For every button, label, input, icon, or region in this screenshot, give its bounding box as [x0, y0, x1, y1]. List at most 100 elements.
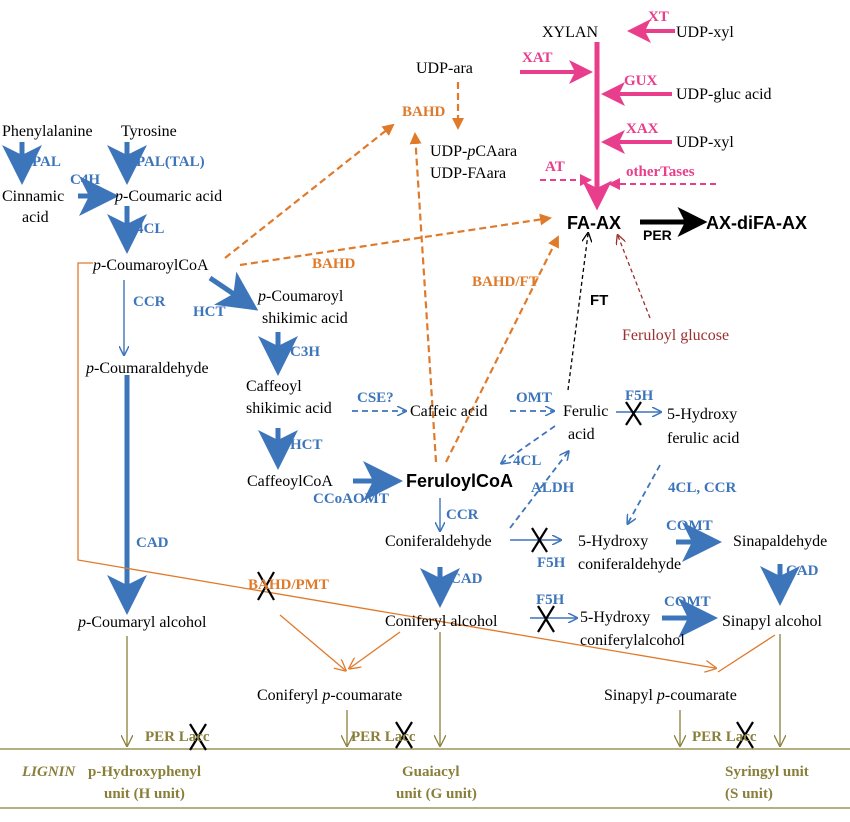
cse-label: CSE?	[357, 390, 394, 406]
bahd-pmt-to-coniferyl-pc	[279, 614, 345, 670]
olive-enzyme-labels: PER Lacc PER Lacc PER Lacc	[145, 729, 757, 745]
ccr-mid-label: CCR	[446, 507, 479, 523]
per-lacc-s-label: PER Lacc	[692, 729, 757, 745]
hct-top-arrow	[208, 271, 259, 311]
f5h-top-label: F5H	[625, 388, 654, 404]
xax-label: XAX	[626, 121, 659, 137]
c4h-label: C4H	[70, 172, 100, 188]
caffeoyl-shikimic-label-2: shikimic acid	[246, 400, 332, 417]
fa-ax-label: FA-AX	[567, 213, 621, 233]
cad-mid-label: CAD	[450, 571, 483, 587]
bahd-mid-arrow	[239, 213, 552, 267]
compound-labels: Phenylalanine Tyrosine Cinnamic acid p-C…	[2, 24, 827, 704]
f5h-mid-label: F5H	[537, 555, 566, 571]
cinnamic-label-1: Cinnamic	[2, 188, 64, 205]
xt-label: XT	[648, 9, 669, 25]
hydroxyconiferaldehyde-label-2: coniferaldehyde	[578, 556, 681, 573]
bahd-pmt-label: BAHD/PMT	[248, 577, 329, 593]
x-bahd-pmt	[257, 571, 275, 601]
bahd-ft-arrow	[445, 235, 559, 463]
sinapyl-p-coumarate-label: Sinapyl p-coumarate	[604, 687, 737, 704]
udp-pcaara-label: UDP-pCAara	[430, 143, 517, 160]
pink-arrows	[520, 19, 675, 211]
g-unit-label-1: Guaiacyl	[402, 764, 460, 780]
ax-difa-ax-label: AX-diFA-AX	[706, 213, 807, 233]
comt-low-label: COMT	[664, 594, 711, 610]
pink-enzyme-labels: XT XAT GUX XAX AT otherTases	[522, 9, 695, 180]
pink-dashed-arrows	[540, 174, 716, 190]
x-f5h-mid	[531, 527, 548, 553]
4cl-ccr-label: 4CL, CCR	[668, 480, 737, 496]
x-f5h-top	[625, 401, 642, 426]
hydroxyconiferaldehyde-label-1: 5-Hydroxy	[578, 533, 648, 550]
pal-tal-label: PAL(TAL)	[136, 154, 205, 170]
pal-label: PAL	[32, 154, 61, 170]
coniferyl-p-coumarate-label: Coniferyl p-coumarate	[257, 687, 402, 704]
xat-label: XAT	[522, 50, 553, 66]
aldh-arrow	[509, 452, 568, 529]
g-unit-label-2: unit (G unit)	[396, 786, 477, 802]
caffeoyl-shikimic-label-1: Caffeoyl	[246, 378, 302, 395]
blue-thick-arrows	[2, 142, 800, 638]
udp-xyl-mid-label: UDP-xyl	[676, 134, 734, 151]
bahd-top-label: BAHD	[402, 104, 446, 120]
p-coumaroyl-shikimic-label-1: p-Coumaroyl	[257, 288, 344, 305]
4cl-top-label: 4CL	[136, 221, 164, 237]
cinnamic-label-2: acid	[22, 209, 49, 226]
bahd-ft-label: BAHD/FT	[472, 274, 539, 290]
blue-thin-arrows	[124, 280, 660, 618]
hydroxyferulic-label-1: 5-Hydroxy	[667, 406, 737, 423]
sinapyl-alcohol-label: Sinapyl alcohol	[722, 613, 823, 630]
s-unit-label-1: Syringyl unit	[725, 764, 809, 780]
coniferaldehyde-label: Coniferaldehyde	[385, 533, 492, 550]
udp-xyl-top-label: UDP-xyl	[676, 24, 734, 41]
x-f5h-low	[537, 605, 555, 633]
p-coumaryl-alcohol-label: p-Coumaryl alcohol	[77, 614, 207, 631]
s-unit-label-2: (S unit)	[725, 786, 773, 802]
other-tases-label: otherTases	[626, 164, 695, 180]
feruloylcoa-label: FeruloylCoA	[406, 471, 513, 491]
h-unit-label-2: unit (H unit)	[104, 786, 185, 802]
comt-top-label: COMT	[666, 518, 713, 534]
ccr-left-label: CCR	[133, 294, 166, 310]
sinapyl-to-pc	[717, 634, 776, 673]
tyrosine-label: Tyrosine	[121, 123, 177, 140]
sinapaldehyde-label: Sinapaldehyde	[733, 533, 827, 550]
pca-to-sinapyl-line	[77, 262, 715, 668]
at-label: AT	[545, 159, 565, 175]
udp-gluc-acid-label: UDP-gluc acid	[676, 86, 772, 103]
orange-enzyme-labels: BAHD BAHD BAHD/FT BAHD/PMT	[248, 104, 539, 593]
olive-arrows	[127, 632, 780, 745]
ft-arrow	[567, 234, 588, 391]
lignin-units: LIGNIN p-Hydroxyphenyl unit (H unit) Gua…	[21, 764, 809, 802]
4cl-mid-label: 4CL	[513, 453, 541, 469]
coniferyl-to-pc	[350, 631, 401, 668]
p-coumaroyl-shikimic-label-2: shikimic acid	[262, 310, 348, 327]
h-unit-label-1: p-Hydroxyphenyl	[88, 764, 201, 780]
caffeic-acid-label: Caffeic acid	[410, 403, 487, 420]
hydroxyferulic-label-2: ferulic acid	[667, 430, 739, 447]
phenylalanine-label: Phenylalanine	[2, 123, 93, 140]
udp-ara-label: UDP-ara	[416, 60, 473, 77]
per-lacc-h-label: PER Lacc	[145, 729, 210, 745]
feruloyl-glucose-label: Feruloyl glucose	[622, 327, 729, 344]
caffeoylcoa-label: CaffeoylCoA	[247, 473, 333, 490]
aldh-label: ALDH	[531, 480, 575, 496]
p-coumaroylcoa-label: p-CoumaroylCoA	[92, 257, 209, 274]
per-lacc-g-label: PER Lacc	[351, 729, 416, 745]
p-coumaraldehyde-label: p-Coumaraldehyde	[85, 360, 209, 377]
c3h-label: C3H	[290, 344, 320, 360]
udp-faara-label: UDP-FAara	[430, 165, 506, 182]
orange-thin-lines	[77, 262, 776, 673]
orange-dashed-arrows	[224, 82, 559, 463]
cad-left-label: CAD	[136, 535, 169, 551]
ferulic-acid-label-2: acid	[568, 426, 595, 443]
x-lacc-s	[736, 721, 754, 749]
f5h-low-label: F5H	[536, 592, 565, 608]
bahd-mid-label: BAHD	[312, 256, 356, 272]
coniferyl-alcohol-label: Coniferyl alcohol	[385, 613, 498, 630]
gux-label: GUX	[624, 73, 658, 89]
x-lacc-h	[189, 723, 207, 751]
